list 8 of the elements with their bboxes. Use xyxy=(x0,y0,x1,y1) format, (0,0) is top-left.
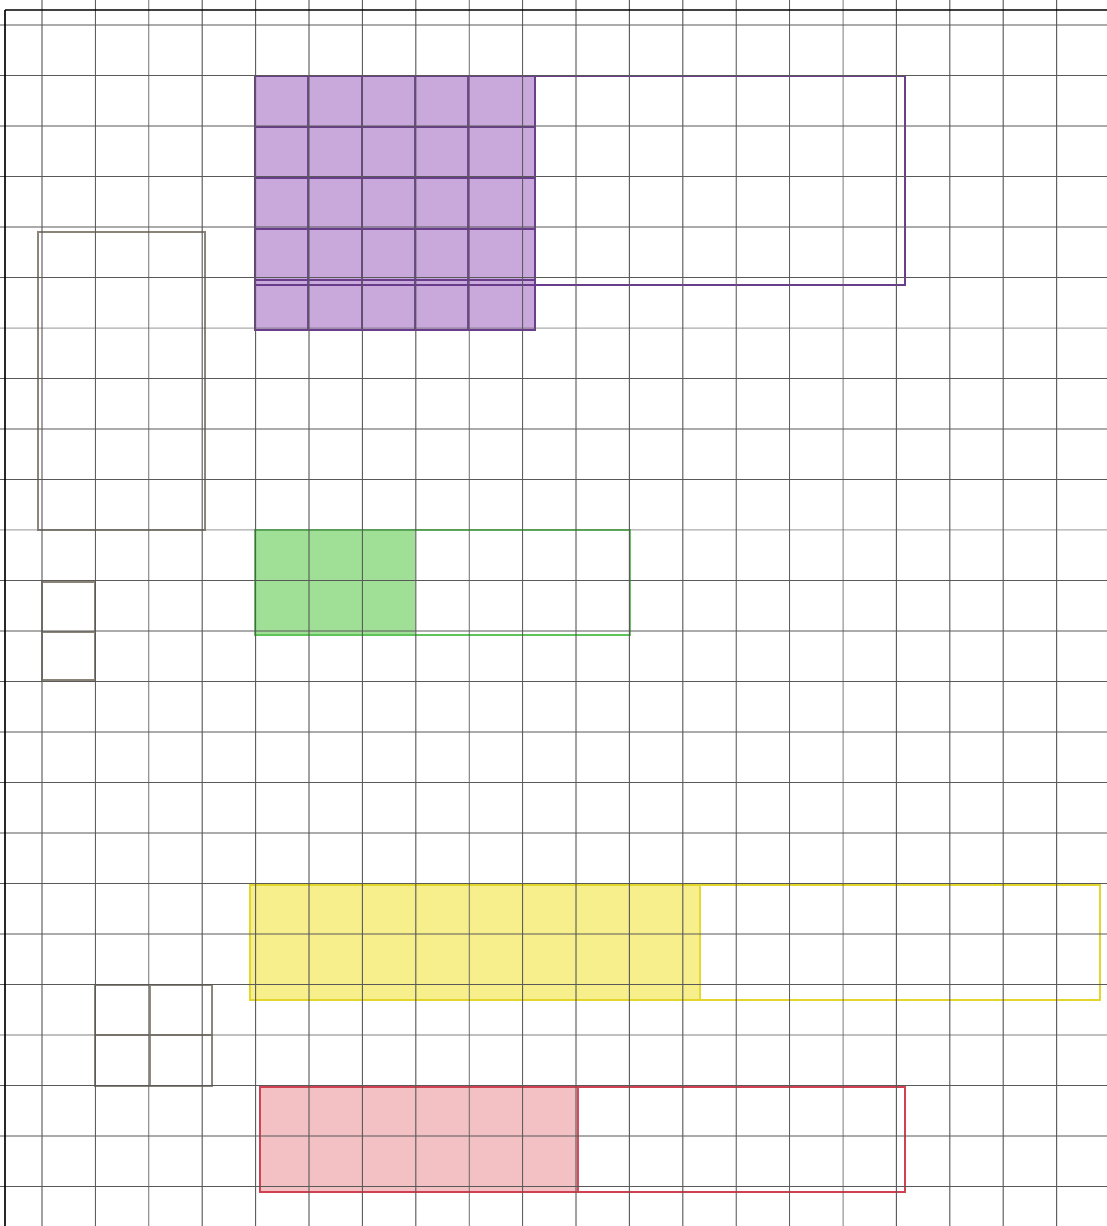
pencil-box xyxy=(254,75,536,331)
pencil-box xyxy=(249,884,1101,1001)
pencil-box xyxy=(254,75,906,286)
pencil-box xyxy=(254,529,631,636)
pencil-box xyxy=(37,231,206,531)
pencil-box xyxy=(259,1086,906,1193)
pencil-box xyxy=(94,984,213,1088)
pencil-box xyxy=(41,581,96,681)
